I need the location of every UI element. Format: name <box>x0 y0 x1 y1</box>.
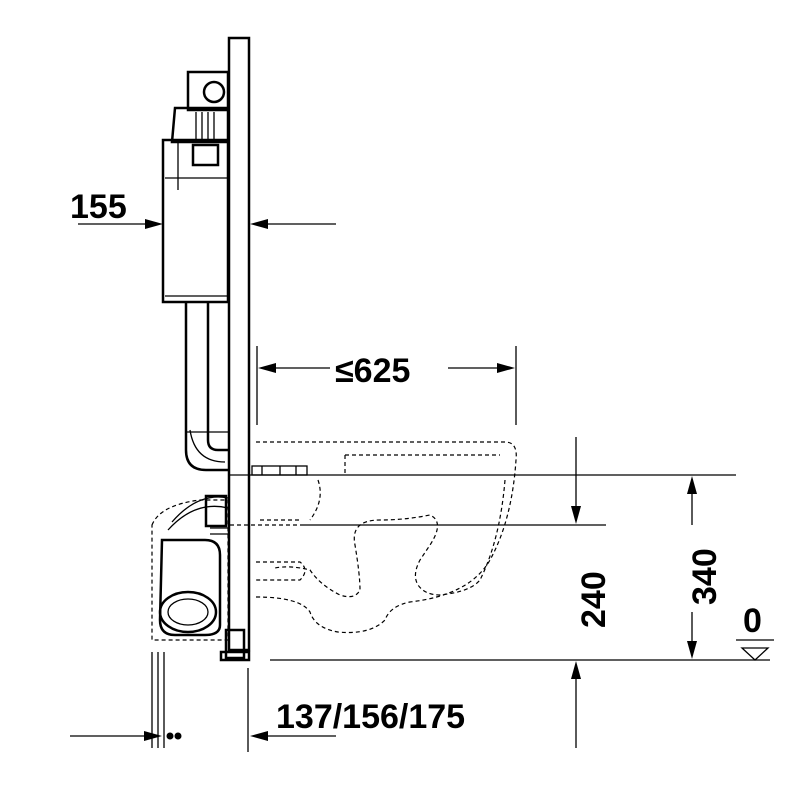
fixing-bolts <box>251 465 308 476</box>
dimension-137-156-175-label: 137/156/175 <box>276 698 465 736</box>
dimension-340-label: 340 <box>686 548 724 605</box>
dimension-137-156-175: 137/156/175 <box>70 652 465 752</box>
dimension-625-label: ≤625 <box>335 352 410 390</box>
dimension-340: 340 <box>686 476 724 659</box>
dimension-155-label: 155 <box>70 188 127 226</box>
dimension-240-label: 240 <box>575 571 613 628</box>
floor-reference-marker: 0 <box>736 602 774 661</box>
cistern <box>161 70 230 304</box>
reference-lines <box>230 474 770 661</box>
dimension-155: 155 <box>70 188 336 229</box>
wc-bowl-outline <box>255 441 517 634</box>
floor-reference-label: 0 <box>743 602 762 640</box>
dimension-240: 240 <box>571 437 613 748</box>
flush-pipe <box>184 302 228 472</box>
installation-frame <box>219 36 320 662</box>
waste-pipe <box>151 494 229 641</box>
dimension-625: ≤625 <box>256 346 517 425</box>
